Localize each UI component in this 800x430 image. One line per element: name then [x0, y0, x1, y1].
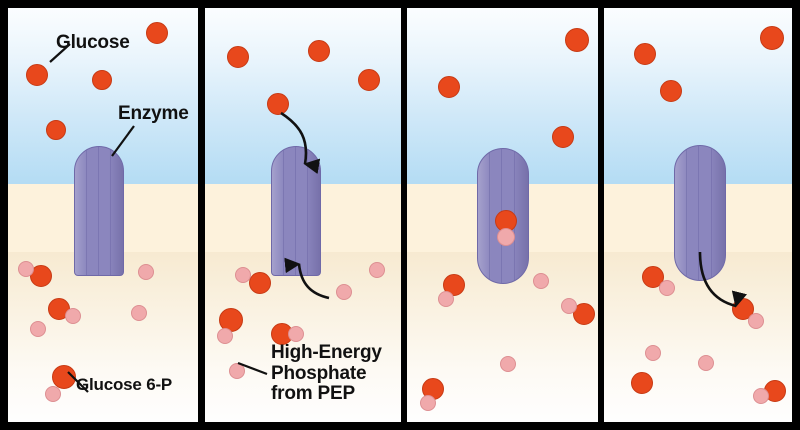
glucose-molecule-extracellular	[552, 126, 574, 148]
protein-shadow	[513, 149, 528, 283]
protein-shadow	[108, 147, 123, 275]
protein-subunit-divider	[711, 146, 712, 280]
protein-subunit-divider	[698, 146, 699, 280]
phosphate-group	[659, 280, 675, 296]
label-enzyme: Enzyme	[118, 103, 189, 124]
phosphate-group	[533, 273, 549, 289]
glucose-molecule-cytoplasmic	[631, 372, 653, 394]
glucose-molecule-extracellular	[308, 40, 330, 62]
glucose-molecule-extracellular	[634, 43, 656, 65]
glucose-molecule-extracellular	[760, 26, 784, 50]
transport-enzyme-protein	[674, 145, 726, 281]
phosphate-group	[336, 284, 352, 300]
glucose-molecule-extracellular	[46, 120, 66, 140]
phosphate-group	[18, 261, 34, 277]
glucose-6-phosphate-released	[604, 8, 792, 422]
protein-subunit-divider	[86, 147, 87, 275]
phosphate-group	[235, 267, 251, 283]
phosphate-group	[30, 321, 46, 337]
phosphate-group	[698, 355, 714, 371]
glucose-molecule-extracellular	[660, 80, 682, 102]
protein-shadow	[305, 147, 320, 275]
glucose-molecule-extracellular	[227, 46, 249, 68]
glucose-molecule-cytoplasmic	[52, 365, 76, 389]
glucose-molecule-extracellular	[92, 70, 112, 90]
glucose-molecule-extracellular	[146, 22, 168, 44]
protein-subunit-divider	[686, 146, 687, 280]
glucose-binds-and-phosphate-arrives: High-Energy Phosphate from PEP	[205, 8, 401, 422]
label-glucose: Glucose	[56, 32, 130, 53]
phosphate-group	[561, 298, 577, 314]
phosphate-group	[217, 328, 233, 344]
transport-enzyme-protein	[271, 146, 321, 276]
phosphate-group	[369, 262, 385, 278]
phosphate-group	[438, 291, 454, 307]
protein-subunit-divider	[283, 147, 284, 275]
glucose-molecule-cytoplasmic	[573, 303, 595, 325]
glucose-molecule-cytoplasmic	[30, 265, 52, 287]
glucose-molecule-cytoplasmic	[249, 272, 271, 294]
label-high-energy-phosphate: High-Energy Phosphate from PEP	[271, 342, 382, 405]
protein-highlight	[675, 146, 688, 280]
phosphate-group	[131, 305, 147, 321]
glucose-molecule-extracellular	[267, 93, 289, 115]
glucose-molecule-extracellular	[438, 76, 460, 98]
phosphate-group	[45, 386, 61, 402]
phosphate-group-in-channel	[497, 228, 515, 246]
glucose-molecule-extracellular	[26, 64, 48, 86]
phosphate-group	[229, 363, 245, 379]
protein-highlight	[272, 147, 285, 275]
phosphate-group	[420, 395, 436, 411]
protein-highlight	[75, 147, 88, 275]
phosphate-group	[748, 313, 764, 329]
glucose-molecule-cytoplasmic	[443, 274, 465, 296]
protein-shadow	[710, 146, 725, 280]
phosphate-group	[753, 388, 769, 404]
glucose-phosphorylated-inside-channel	[407, 8, 598, 422]
glucose-molecule-extracellular	[358, 69, 380, 91]
phosphate-group	[65, 308, 81, 324]
protein-subunit-divider	[98, 147, 99, 275]
label-glucose-6-p: Glucose 6-P	[76, 375, 173, 394]
protein-subunit-divider	[307, 147, 308, 275]
protein-subunit-divider	[295, 147, 296, 275]
glucose-outside: Glucose Enzyme Glucose 6-P	[8, 8, 198, 422]
protein-highlight	[478, 149, 491, 283]
phosphate-group	[138, 264, 154, 280]
transport-enzyme-protein	[74, 146, 124, 276]
protein-subunit-divider	[110, 147, 111, 275]
glucose-molecule-extracellular	[565, 28, 589, 52]
phosphate-group	[500, 356, 516, 372]
glucose-molecule-cytoplasmic	[642, 266, 664, 288]
protein-subunit-divider	[489, 149, 490, 283]
phosphate-group	[645, 345, 661, 361]
phosphate-group	[288, 326, 304, 342]
